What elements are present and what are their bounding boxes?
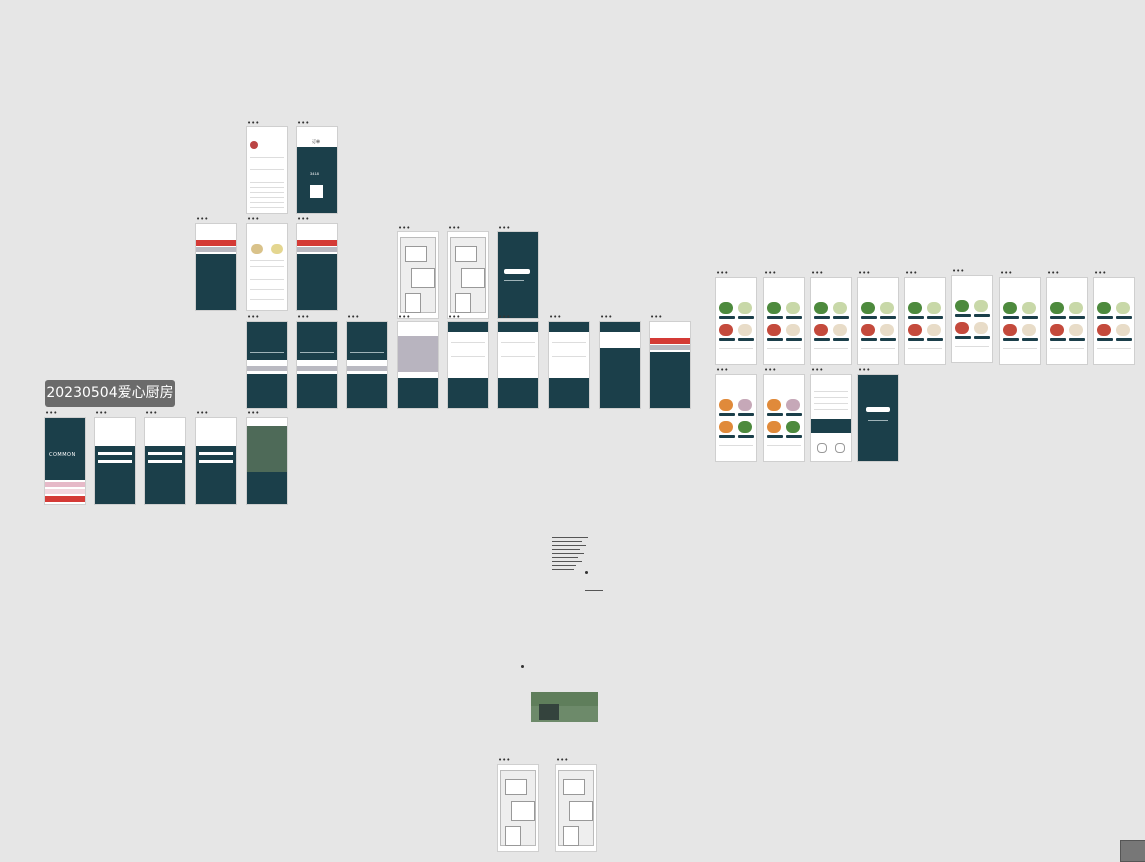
screen-veg-3[interactable] [811,278,851,364]
screen-profile[interactable] [247,127,287,213]
screen-teal-list-3[interactable] [347,322,387,408]
screen-food-2[interactable] [764,375,804,461]
frame-dots[interactable]: ••• [811,366,824,374]
screen-options-2[interactable] [498,322,538,408]
minimap-toggle-button[interactable] [1120,840,1145,862]
screen-login-1[interactable] [95,418,135,504]
frame-dots[interactable]: ••• [498,313,511,321]
order-heading: 订单 [312,139,320,144]
frame-dots[interactable]: ••• [1094,269,1107,277]
frame-dots[interactable]: ••• [196,215,209,223]
frame-dots[interactable]: ••• [811,269,824,277]
screen-map-4[interactable] [556,765,596,851]
screen-teal-list-1[interactable] [247,322,287,408]
frame-dots[interactable]: ••• [145,409,158,417]
screen-map-2[interactable] [448,232,488,318]
frame-dots[interactable]: ••• [247,313,260,321]
frame-dots[interactable]: ••• [247,119,260,127]
screen-veg-4[interactable] [858,278,898,364]
qr-code-icon [310,185,323,198]
frame-dots[interactable]: ••• [448,313,461,321]
screen-product-detail[interactable] [247,224,287,310]
board-title[interactable]: 20230504爱心厨房 [45,380,175,407]
screen-veg-6[interactable] [952,276,992,362]
frame-dots[interactable]: ••• [858,269,871,277]
kitchen-photo[interactable] [531,692,598,722]
frame-dots[interactable]: ••• [297,119,310,127]
screen-veg-1[interactable] [716,278,756,364]
screen-veg-5[interactable] [905,278,945,364]
order-code: 3418 [310,171,319,176]
brand-logo: COMMON [49,452,76,458]
frame-dots[interactable]: ••• [95,409,108,417]
frame-dots[interactable]: ••• [196,409,209,417]
frame-dots[interactable]: ••• [247,409,260,417]
frame-dots[interactable]: ••• [498,756,511,764]
screen-veg-2[interactable] [764,278,804,364]
text-fragment[interactable] [585,590,603,591]
dot-marker[interactable] [521,665,524,668]
screen-veg-7[interactable] [1000,278,1040,364]
frame-dots[interactable]: ••• [398,224,411,232]
screen-splash-login[interactable]: COMMON [45,418,85,504]
frame-dots[interactable]: ••• [556,756,569,764]
screen-login-3[interactable] [196,418,236,504]
frame-dots[interactable]: ••• [858,366,871,374]
frame-dots[interactable]: ••• [549,313,562,321]
frame-dots[interactable]: ••• [498,224,511,232]
frame-dots[interactable]: ••• [347,313,360,321]
screen-cart-list[interactable] [811,375,851,461]
screen-food-1[interactable] [716,375,756,461]
screen-teal-list-2[interactable] [297,322,337,408]
text-fragments[interactable] [552,535,592,577]
frame-dots[interactable]: ••• [764,269,777,277]
frame-dots[interactable]: ••• [905,269,918,277]
screen-map-1[interactable] [398,232,438,318]
screen-login-2[interactable] [145,418,185,504]
screen-order-qr[interactable]: 订单 3418 [297,127,337,213]
screen-options-3[interactable] [549,322,589,408]
screen-veg-8[interactable] [1047,278,1087,364]
screen-grey-form[interactable] [398,322,438,408]
frame-dots[interactable]: ••• [1000,269,1013,277]
frame-dots[interactable]: ••• [448,224,461,232]
frame-dots[interactable]: ••• [1047,269,1060,277]
avatar [250,141,258,149]
frame-dots[interactable]: ••• [247,215,260,223]
frame-dots[interactable]: ••• [952,267,965,275]
frame-dots[interactable]: ••• [716,366,729,374]
screen-options-1[interactable] [448,322,488,408]
frame-dots[interactable]: ••• [716,269,729,277]
screen-menu-red[interactable] [196,224,236,310]
frame-dots[interactable]: ••• [45,409,58,417]
frame-dots[interactable]: ••• [297,313,310,321]
frame-dots[interactable]: ••• [600,313,613,321]
screen-map-3[interactable] [498,765,538,851]
frame-dots[interactable]: ••• [398,313,411,321]
screen-menu-red-2[interactable] [297,224,337,310]
screen-menu-red-3[interactable] [650,322,690,408]
frame-dots[interactable]: ••• [764,366,777,374]
frame-dots[interactable]: ••• [297,215,310,223]
screen-photo-welcome[interactable] [247,418,287,504]
frame-dots[interactable]: ••• [650,313,663,321]
screen-teal-menu[interactable] [600,322,640,408]
screen-teal-success[interactable] [858,375,898,461]
screen-veg-9[interactable] [1094,278,1134,364]
screen-teal-confirm[interactable] [498,232,538,318]
